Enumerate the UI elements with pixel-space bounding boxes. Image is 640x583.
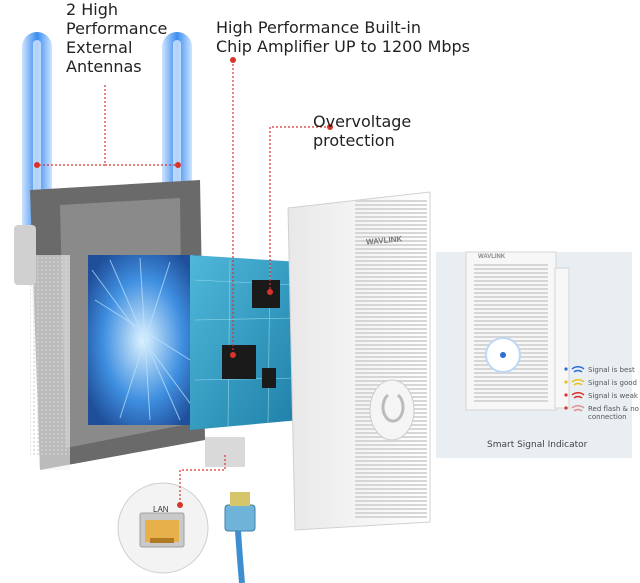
pcb-board [190,255,300,430]
amplifier-chip-top [252,280,280,308]
signal-indicator-panel [436,251,632,458]
amplifier-chip-main [222,345,256,379]
front-cover [287,191,431,531]
legend-no-connection: Red flash & no connection [588,405,639,421]
legend-good: Signal is good [588,379,637,387]
lan-port-label: LAN [153,505,169,514]
legend-pointer-dots [564,367,568,410]
legend-icons [571,365,585,412]
callout-dots [34,57,333,508]
legend-best: Signal is best [588,366,635,374]
signal-indicator-title: Smart Signal Indicator [487,440,588,450]
heatsink-fan [88,255,198,425]
ethernet-cable [224,492,256,583]
callout-lines [37,60,330,505]
legend-weak: Signal is weak [588,392,638,400]
lan-port-zoom [117,482,209,574]
lan-module [205,437,245,467]
antennas-label: 2 High Performance External Antennas [66,0,168,76]
overvoltage-label: Overvoltage protection [313,112,412,150]
brand-logo-small: WAVLINK [478,254,506,260]
amplifier-label: High Performance Built-in Chip Amplifier… [216,18,471,56]
